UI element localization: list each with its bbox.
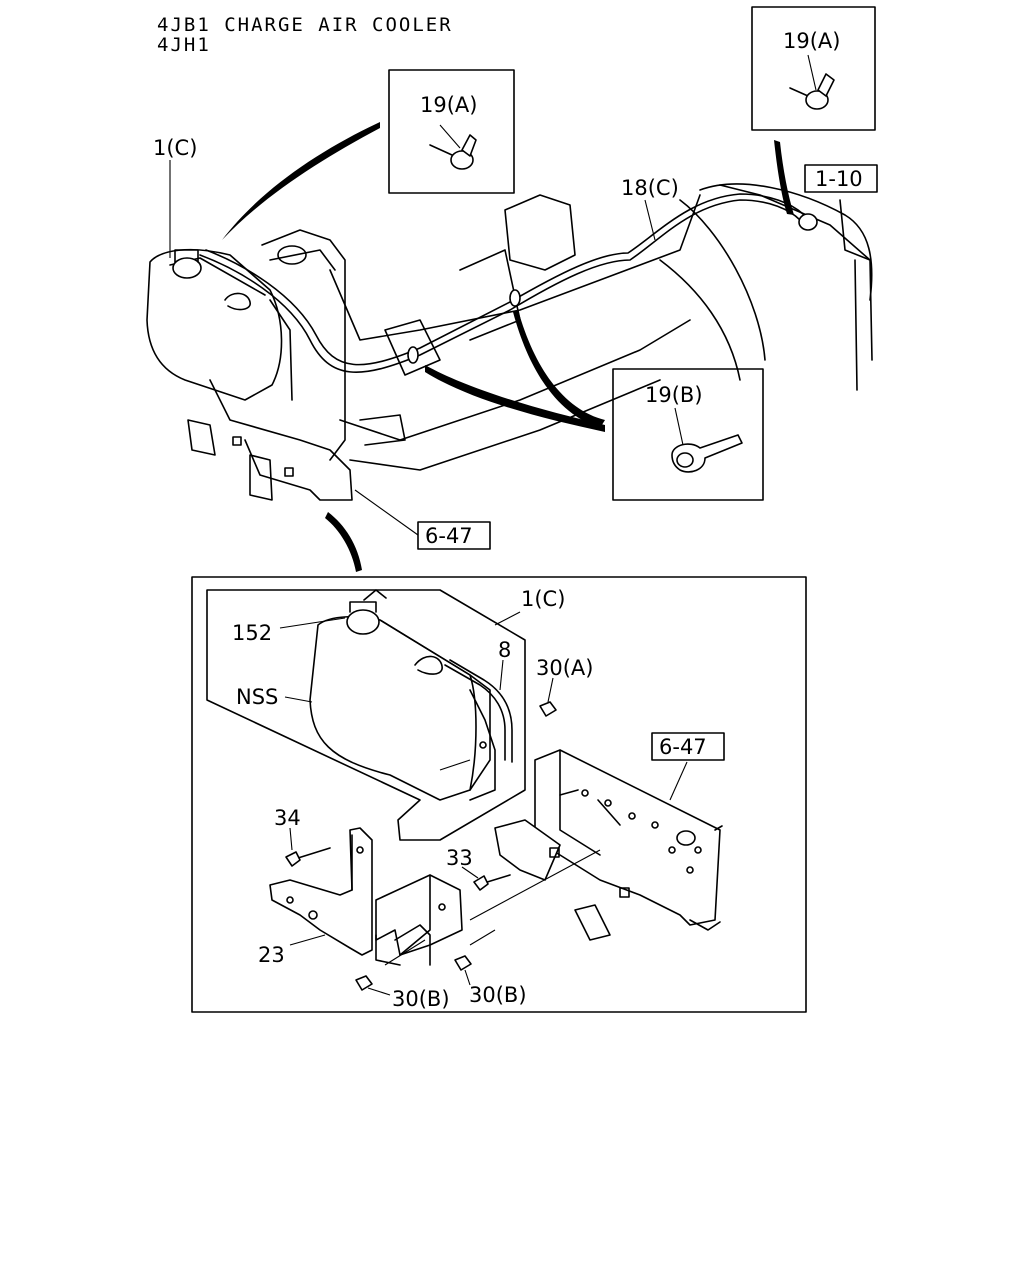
callout-nss: NSS bbox=[236, 685, 278, 709]
callout-30b-right: 30(B) bbox=[469, 983, 527, 1007]
inset-clip-a-left bbox=[388, 69, 515, 194]
overflow-hose-upper bbox=[199, 193, 818, 373]
tank-sub-outline bbox=[206, 589, 526, 841]
leader-18c bbox=[644, 199, 656, 241]
frame-bracket-6-47 bbox=[494, 749, 723, 941]
callout-1c-detail: 1(C) bbox=[521, 587, 565, 611]
leader-wedge-detail bbox=[325, 512, 362, 572]
callout-ref-6-47-upper: 6-47 bbox=[425, 524, 473, 548]
callout-19a-right: 19(A) bbox=[783, 29, 840, 53]
callout-19a-left: 19(A) bbox=[420, 93, 477, 117]
reservoir-tank-upper bbox=[146, 248, 353, 501]
callout-30a: 30(A) bbox=[536, 656, 593, 680]
frame-rail-assembly bbox=[261, 194, 701, 471]
nut-30b-right bbox=[454, 955, 472, 971]
leader-wedge-top-right bbox=[774, 140, 794, 215]
hose-clip-a-upper bbox=[798, 213, 818, 231]
callout-1c-upper: 1(C) bbox=[153, 136, 197, 160]
callout-34: 34 bbox=[274, 806, 301, 830]
callout-ref-6-47-detail: 6-47 bbox=[659, 735, 707, 759]
callout-33: 33 bbox=[446, 846, 473, 870]
diagram-title: 4JB1 CHARGE AIR COOLER bbox=[157, 14, 453, 36]
callout-8: 8 bbox=[498, 638, 511, 662]
fasteners bbox=[285, 701, 601, 991]
detail-frame bbox=[191, 576, 807, 1013]
tank-cap-upper bbox=[172, 257, 202, 279]
reservoir-tank-detail bbox=[309, 589, 513, 801]
callout-19b: 19(B) bbox=[645, 383, 703, 407]
hose-clip-b-upper bbox=[407, 346, 419, 364]
ref-box-6-47-detail bbox=[651, 732, 725, 761]
callout-ref-1-10: 1-10 bbox=[815, 167, 863, 191]
ref-box-6-47-upper bbox=[417, 521, 491, 550]
leader-wedge-top-left bbox=[222, 122, 380, 240]
bracket-23 bbox=[269, 827, 463, 966]
callout-152: 152 bbox=[232, 621, 272, 645]
callout-23: 23 bbox=[258, 943, 285, 967]
nut-30b-left bbox=[355, 975, 373, 991]
leader-6-47-upper bbox=[354, 489, 419, 536]
callout-30b-left: 30(B) bbox=[392, 987, 450, 1011]
inset-clip-a-right bbox=[751, 6, 876, 131]
radiator-shroud bbox=[659, 183, 873, 391]
cap-152 bbox=[346, 609, 380, 635]
leader-wedge-clip-b-1 bbox=[425, 365, 605, 432]
ref-box-1-10 bbox=[804, 164, 878, 193]
callout-18c: 18(C) bbox=[621, 176, 679, 200]
detail-leaders bbox=[279, 611, 688, 996]
diagram-subtitle: 4JH1 bbox=[157, 34, 211, 56]
inset-clip-b bbox=[612, 368, 764, 501]
